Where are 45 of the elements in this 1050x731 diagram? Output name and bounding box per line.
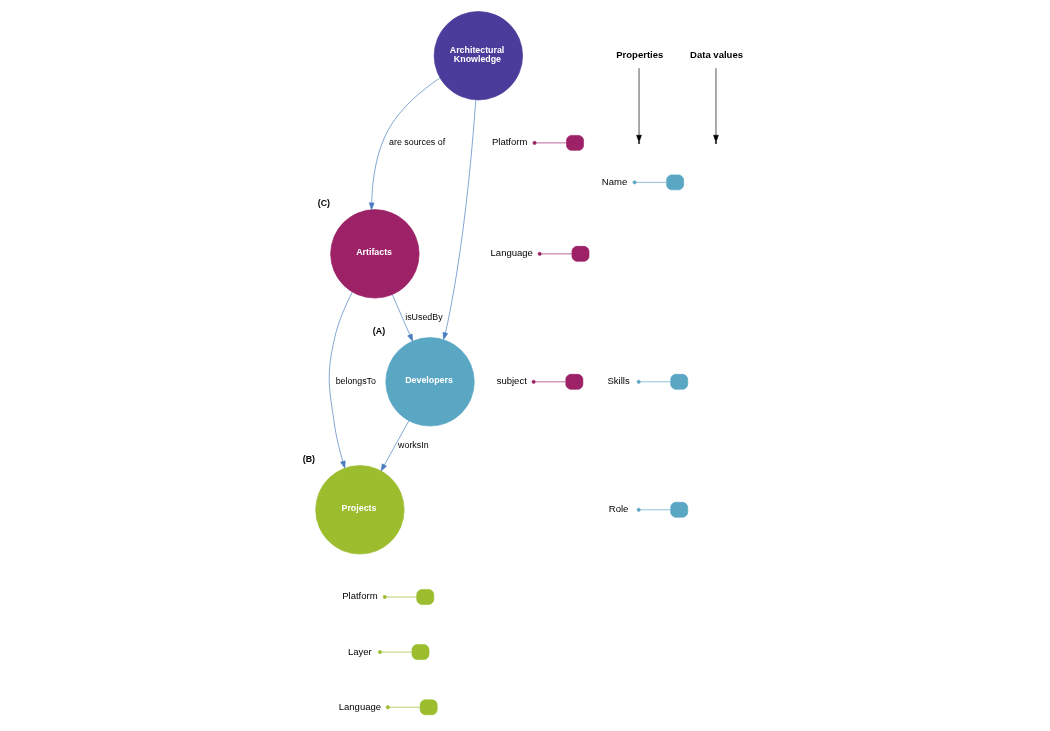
arrow — [328, 291, 353, 469]
node-text: Properties — [616, 48, 664, 60]
node-text: Name — [601, 175, 628, 187]
node-text: Platform — [491, 136, 528, 148]
edge-label: isUsedBy — [405, 312, 443, 323]
node-text: Skills — [607, 375, 630, 387]
edge-label: belongsTo — [335, 376, 376, 387]
node-text: Language — [490, 247, 533, 259]
edge-label: are sources of — [389, 137, 446, 148]
arrow — [368, 77, 441, 211]
arrow — [392, 294, 413, 342]
node-box — [571, 246, 590, 262]
node-text: subject — [496, 375, 527, 387]
arrow — [380, 420, 410, 472]
node-text: Language — [338, 700, 382, 712]
node-box — [666, 174, 684, 191]
node-box — [411, 644, 430, 660]
connector — [378, 650, 413, 655]
node-box — [565, 374, 584, 390]
node-text: Platform — [342, 590, 378, 602]
node-box — [566, 135, 584, 151]
connector — [385, 705, 421, 710]
node-text: Role — [608, 503, 629, 515]
node-box — [419, 699, 438, 716]
connector — [382, 595, 418, 599]
connector — [632, 180, 667, 185]
edge-label: worksIn — [398, 440, 429, 451]
arrow — [713, 67, 719, 143]
node-box — [416, 589, 435, 605]
node-text: Layer — [348, 645, 372, 657]
connector — [636, 507, 671, 512]
node-box — [670, 374, 689, 390]
node-circle: Architectural Knowledge — [433, 11, 523, 101]
node-label: (C) — [317, 198, 330, 209]
node-label: (B) — [302, 454, 315, 465]
connector — [531, 379, 567, 384]
node-circle: Developers — [385, 337, 475, 427]
node-circle: Artifacts — [330, 209, 420, 299]
connector — [636, 379, 671, 384]
node-label: (A) — [372, 326, 386, 337]
node-text: Data values — [690, 48, 743, 60]
node-box — [670, 502, 689, 518]
arrow — [442, 99, 477, 340]
connector — [532, 140, 567, 145]
connector — [537, 251, 573, 256]
